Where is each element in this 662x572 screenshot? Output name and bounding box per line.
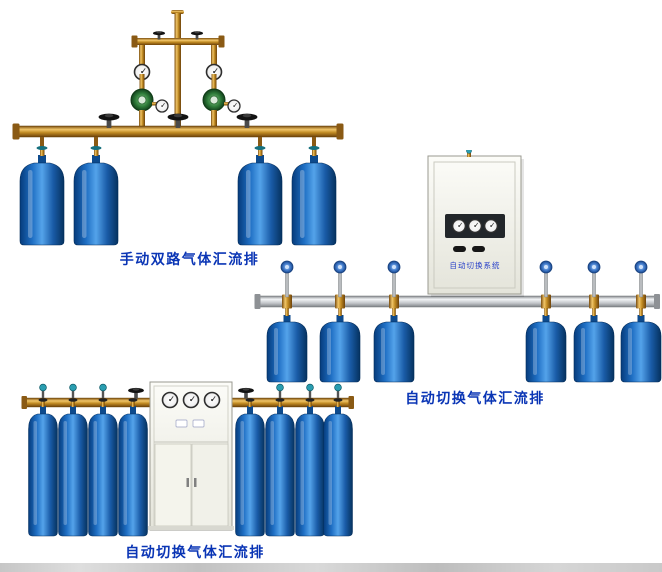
- gas-cylinder: [295, 397, 325, 537]
- panel-gauge: [451, 218, 467, 234]
- blue-cap-valve: [634, 260, 648, 298]
- caption-auto-switch-wall-manifold: 自动切换气体汇流排: [405, 391, 545, 407]
- teal-cap-valve: [306, 383, 314, 399]
- gas-cylinder: [525, 307, 567, 383]
- valve-handwheel: [238, 387, 254, 399]
- gas-cylinder: [28, 397, 58, 537]
- blue-cap-valve: [387, 260, 401, 298]
- indicator: [192, 419, 205, 428]
- gas-cylinder: [73, 145, 119, 246]
- vent: [472, 246, 485, 252]
- gas-cylinder: [88, 397, 118, 537]
- teal-cap-valve: [334, 383, 342, 399]
- pressure-regulator-right: [202, 63, 241, 127]
- regulator-body: [130, 73, 154, 112]
- gas-cylinder: [19, 145, 65, 246]
- figure-auto-switch-floor-manifold: [21, 381, 354, 537]
- panel-gauge: [182, 391, 200, 409]
- panel-gauge: [161, 391, 179, 409]
- gas-cylinder: [265, 397, 295, 537]
- blue-cap-valve: [587, 260, 601, 298]
- blue-cap-valve: [333, 260, 347, 298]
- panel-gauge: [467, 218, 483, 234]
- panel-gauge: [483, 218, 499, 234]
- gas-cylinder: [118, 397, 148, 537]
- gas-cylinder: [573, 307, 615, 383]
- cabinet-base: [148, 526, 234, 530]
- pressure-gauge: [227, 99, 241, 113]
- indicator: [175, 419, 188, 428]
- teal-cap-valve: [276, 383, 284, 399]
- pressure-gauge: [155, 99, 169, 113]
- panel-gauge: [203, 391, 221, 409]
- figure-auto-switch-wall-manifold: 自动切换系统: [254, 150, 662, 383]
- gas-cylinder: [323, 397, 353, 537]
- teal-cap-valve: [69, 383, 77, 399]
- cylinder-drop-pipes: [40, 137, 316, 150]
- valve-handwheel: [128, 387, 144, 399]
- cabinet-door-right: [191, 443, 229, 527]
- caption-manual-dual-manifold: 手动双路气体汇流排: [119, 252, 260, 268]
- cabinet-door-left: [154, 443, 192, 527]
- pipe-couplings: [282, 294, 646, 309]
- cropped-bottom-strip: [0, 563, 662, 572]
- pressure-regulator-left: [130, 63, 169, 127]
- gas-cylinder: [58, 397, 88, 537]
- control-cabinet: 自动切换系统: [427, 150, 524, 297]
- floor-cabinet: [148, 381, 234, 531]
- gas-cylinder: [266, 307, 308, 383]
- gas-cylinder: [373, 307, 415, 383]
- gas-cylinder: [620, 307, 662, 383]
- gas-cylinder: [319, 307, 361, 383]
- caption-auto-switch-floor-manifold: 自动切换气体汇流排: [125, 545, 265, 561]
- figure-manual-dual-manifold: [12, 10, 344, 246]
- regulator-body: [202, 73, 226, 112]
- teal-cap-valve: [39, 383, 47, 399]
- teal-cap-valve: [99, 383, 107, 399]
- blue-cap-valve: [539, 260, 553, 298]
- door-handle: [194, 478, 197, 487]
- cabinet-panel-label: 自动切换系统: [450, 260, 501, 270]
- gas-cylinder: [235, 397, 265, 537]
- manifold-pipe: [254, 294, 660, 309]
- cabinet-top-valve: [466, 150, 472, 154]
- vent: [453, 246, 466, 252]
- blue-cap-valve: [280, 260, 294, 298]
- door-handle: [186, 478, 189, 487]
- inlet-piping: [131, 10, 225, 127]
